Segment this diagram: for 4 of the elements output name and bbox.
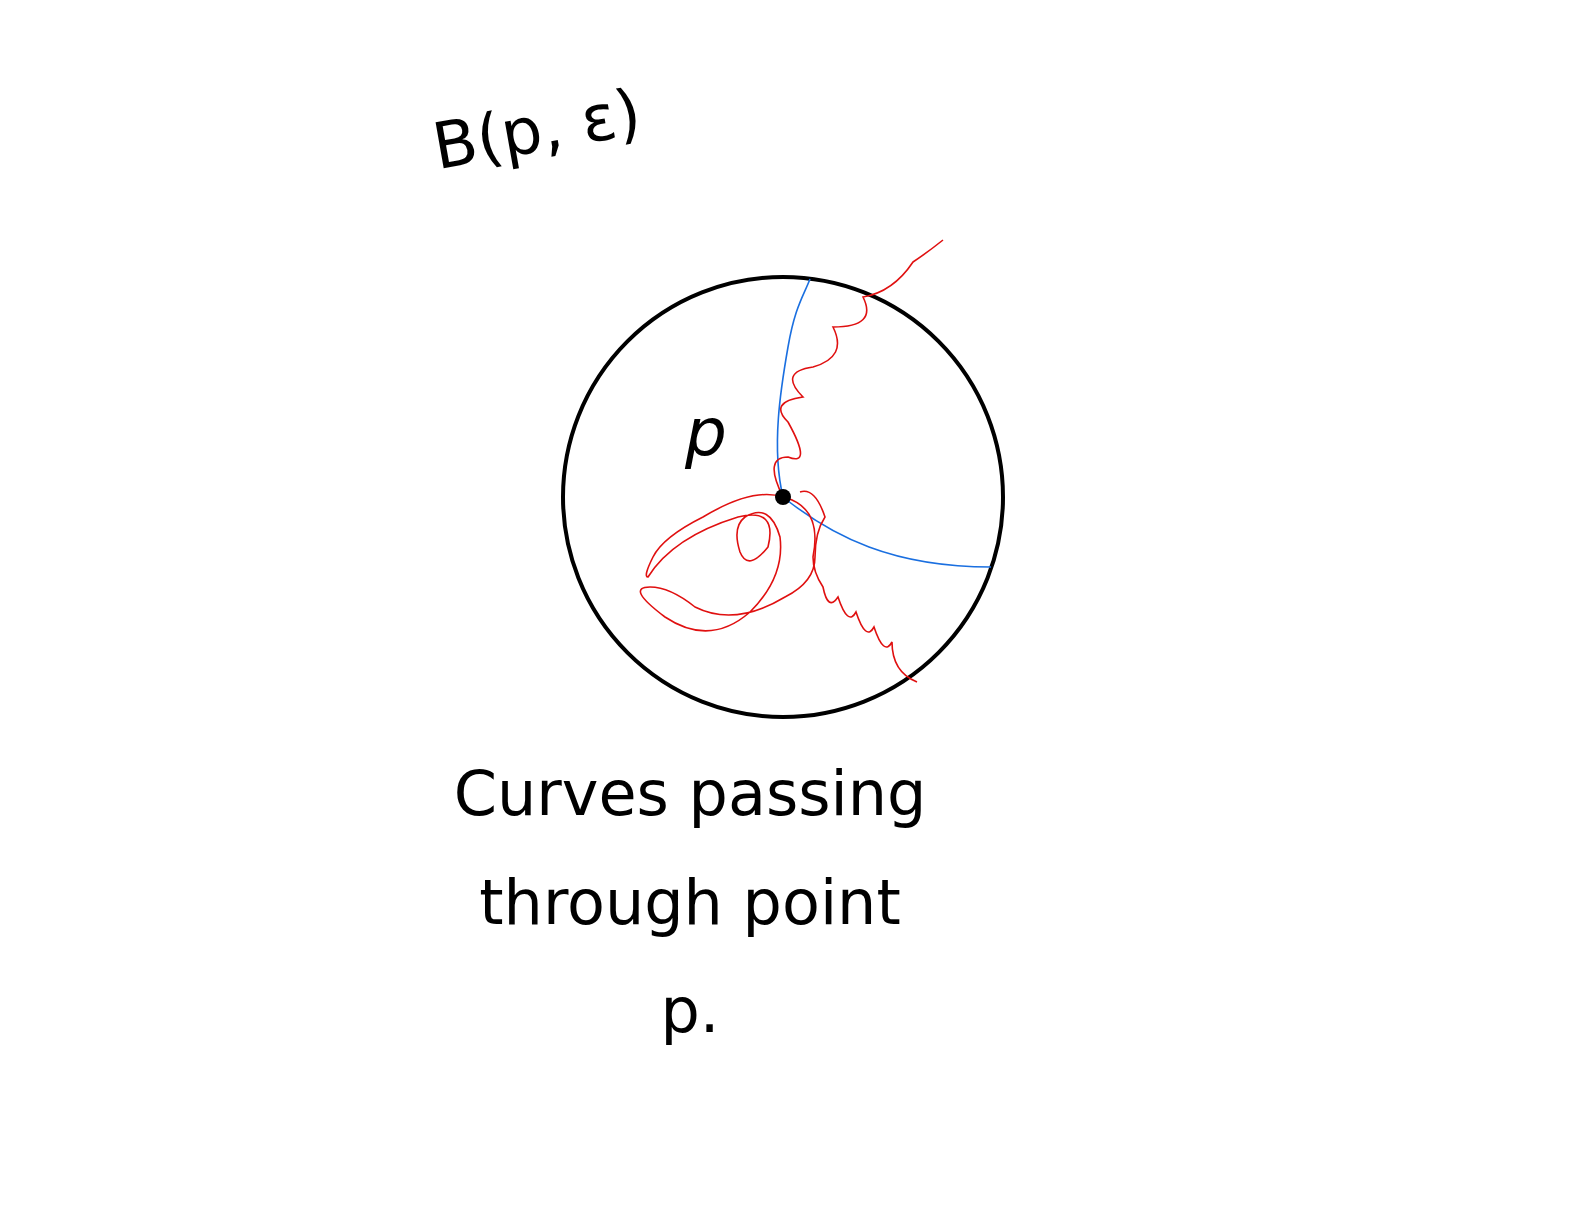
ball-label: B(p, ε) bbox=[427, 74, 647, 184]
center-point bbox=[775, 489, 791, 505]
caption: Curves passing through point p. bbox=[452, 756, 928, 1049]
point-label: p bbox=[685, 394, 727, 471]
